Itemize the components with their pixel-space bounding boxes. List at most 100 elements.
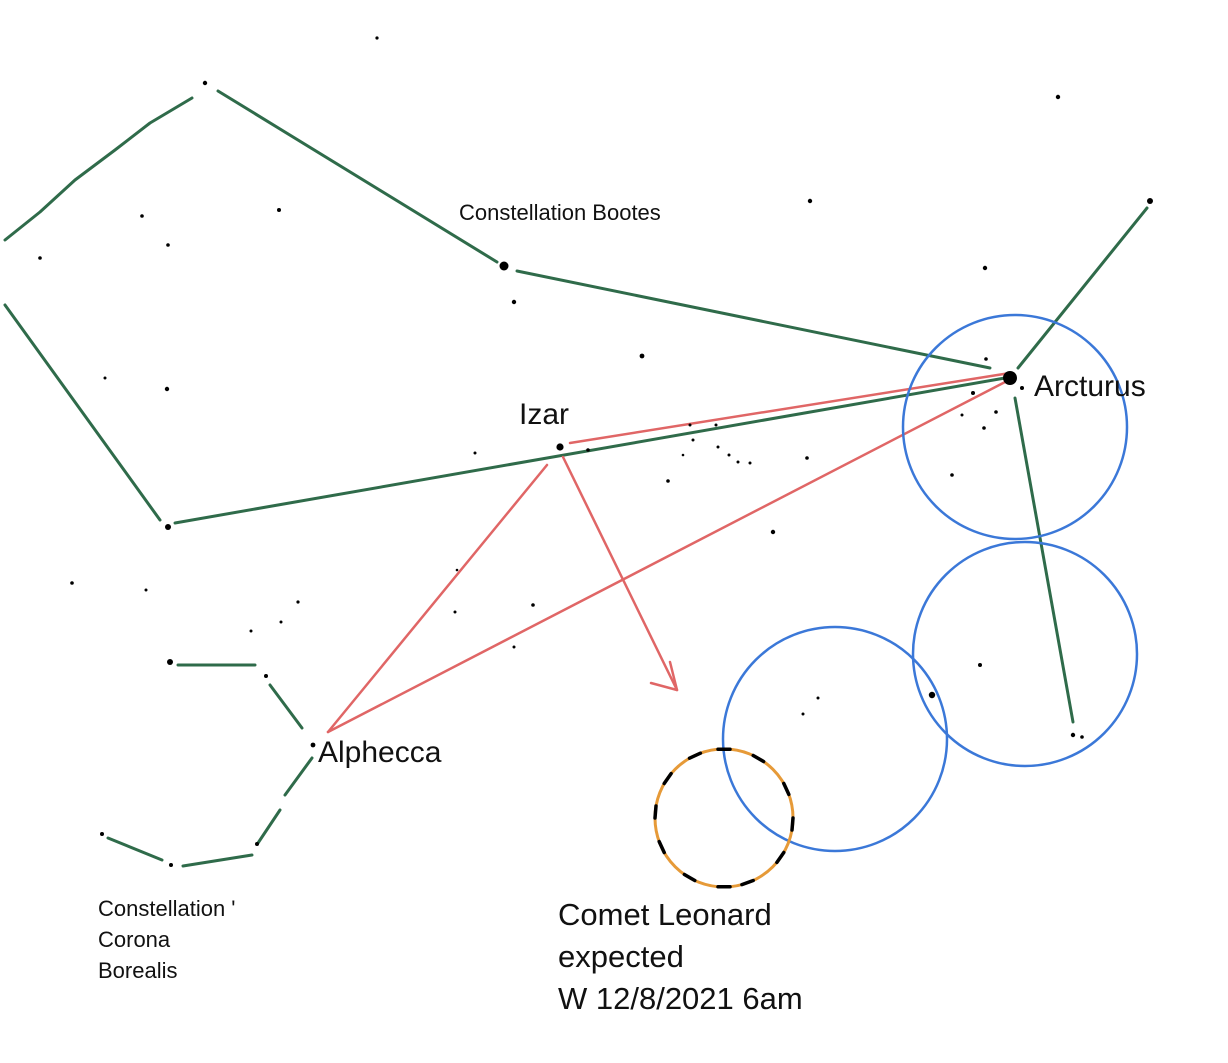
corona-line-4 (256, 808, 282, 845)
star-dot (1003, 371, 1017, 385)
star-dot (531, 603, 535, 607)
star-dot (512, 645, 516, 649)
star-dot (801, 712, 805, 716)
label-arcturus: Arcturus (1034, 370, 1146, 403)
corona-line-2 (268, 683, 304, 730)
field-circles (721, 313, 1139, 853)
bootes-line-left-lower (3, 303, 162, 522)
arrow-izar-comet (561, 455, 679, 692)
star-dot (473, 451, 477, 455)
star-dot (277, 208, 281, 212)
bootes-line-to-arcturus (515, 269, 992, 370)
star-dot (984, 357, 988, 361)
star-dot (714, 423, 718, 427)
star-dot (586, 448, 590, 452)
star-dot (249, 629, 253, 633)
star-dot (255, 842, 259, 846)
corona-line-3 (283, 756, 314, 797)
star-dot (960, 413, 964, 417)
star-dot (453, 610, 457, 614)
star-dot (716, 445, 720, 449)
star-dot (279, 620, 283, 624)
star-dot (38, 256, 42, 260)
label-corona-line-3: Borealis (98, 958, 177, 983)
label-corona-line-1: Constellation ' (98, 896, 236, 921)
bootes-line-arcturus-south (1013, 396, 1075, 724)
arrow-alphecca-arcturus (326, 379, 1009, 734)
star-dot (144, 588, 148, 592)
star-dot (994, 410, 998, 414)
star-dot (1020, 386, 1024, 390)
comet-circle-dash (657, 839, 666, 855)
star-dot (264, 674, 268, 678)
star-dot (639, 353, 645, 359)
star-dot (971, 391, 975, 395)
star-dot (165, 524, 171, 530)
label-comet-line-3: W 12/8/2021 6am (558, 981, 803, 1016)
label-izar: Izar (519, 398, 569, 431)
comet-circle-dash (662, 771, 673, 786)
star-dot (140, 214, 144, 218)
comet-circle-dash (682, 872, 697, 883)
star-dot (928, 691, 936, 699)
star-dot (666, 479, 670, 483)
comet-circle-dash (782, 781, 791, 797)
star-dot (727, 453, 731, 457)
pointer-lines (326, 371, 1012, 734)
star-dot (807, 198, 813, 204)
star-dot (70, 581, 74, 585)
star-dot (1055, 94, 1061, 100)
star-dot (375, 36, 379, 40)
star-dot (805, 456, 809, 460)
star-dot (1147, 198, 1153, 204)
field-circle-lower (721, 625, 949, 853)
stars (38, 36, 1153, 867)
comet-circle-dash (790, 816, 795, 832)
label-comet-line-1: Comet Leonard (558, 897, 772, 932)
comet-circle-dash (740, 878, 755, 887)
star-dot (816, 696, 820, 700)
star-dot (736, 460, 740, 464)
star-dot (164, 386, 170, 392)
constellation-lines (3, 89, 1149, 868)
comet-circle-dash (775, 850, 786, 865)
comet-circle-dash (653, 804, 658, 820)
label-corona-line-2: Corona (98, 927, 171, 952)
arrow-izar-arcturus (568, 371, 1012, 445)
label-comet-line-2: expected (558, 939, 684, 974)
star-dot (166, 243, 170, 247)
comet-circle-dashes (653, 747, 795, 889)
corona-line-5 (181, 853, 254, 868)
field-circle-arcturus (901, 313, 1129, 541)
star-dot (202, 80, 208, 86)
star-dot (100, 832, 104, 836)
bootes-line-top (216, 89, 499, 264)
star-dot (499, 261, 509, 271)
corona-line-6 (106, 836, 164, 862)
star-dot (688, 423, 692, 427)
star-dot (296, 600, 300, 604)
star-dot (167, 659, 173, 665)
star-dot (770, 529, 776, 535)
star-dot (681, 453, 685, 457)
comet-circle-dash (751, 753, 766, 764)
star-dot (103, 376, 107, 380)
star-dot (1080, 735, 1084, 739)
star-dot (1070, 732, 1076, 738)
star-dot (310, 742, 316, 748)
star-dot (978, 663, 982, 667)
star-dot (455, 568, 459, 572)
label-constellation-bootes: Constellation Bootes (459, 200, 661, 225)
star-dot (169, 863, 173, 867)
star-dot (982, 265, 988, 271)
bootes-line-base (173, 376, 1007, 525)
star-dot (982, 426, 986, 430)
bootes-line-arcturus-ne (1016, 206, 1149, 370)
star-dot (950, 473, 954, 477)
star-dot (556, 443, 564, 451)
arrowhead-comet (649, 660, 679, 692)
field-circle-middle (911, 540, 1139, 768)
star-dot (748, 461, 752, 465)
star-dot (511, 299, 517, 305)
